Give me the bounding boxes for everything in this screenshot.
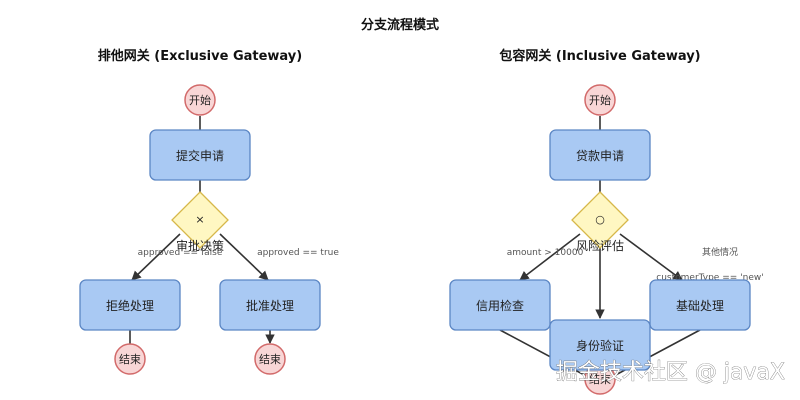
edge-label-customer-type: customerType == 'new' [656, 273, 763, 283]
edge-gateway-to-credit [519, 233, 581, 281]
task-identity-label: 身份验证 [576, 338, 624, 353]
task-approve-label: 批准处理 [246, 298, 294, 313]
start-label-right: 开始 [589, 93, 611, 107]
start-event-left: 开始 [184, 84, 216, 116]
edge-gateway-to-reject [131, 233, 181, 281]
edge-label-approved-true: approved == true [257, 248, 339, 258]
exclusive-gateway: × [171, 191, 229, 249]
end-label-left-reject: 结束 [119, 353, 141, 366]
task-loan-application: 贷款申请 [549, 129, 651, 181]
task-identity-verification: 身份验证 [549, 319, 651, 371]
end-event-left-approve: 结束 [254, 343, 286, 375]
start-label-left: 开始 [189, 93, 211, 107]
end-label-left-approve: 结束 [259, 353, 281, 366]
exclusive-heading: 排他网关 (Exclusive Gateway) [98, 48, 302, 64]
inclusive-heading: 包容网关 (Inclusive Gateway) [499, 48, 700, 64]
edge-label-approved-false: approved == false [138, 248, 223, 258]
task-submit-application: 提交申请 [149, 129, 251, 181]
task-credit-check: 信用检查 [449, 279, 551, 331]
inclusive-gateway-symbol: ○ [595, 213, 605, 226]
edge-label-amount: amount > 10000 [507, 248, 584, 258]
inclusive-gateway: ○ [571, 191, 629, 249]
exclusive-gateway-symbol: × [195, 213, 204, 226]
end-event-left-reject: 结束 [114, 343, 146, 375]
task-reject-label: 拒绝处理 [106, 298, 154, 313]
inclusive-gateway-label: 风险评估 [576, 238, 624, 253]
task-loan-label: 贷款申请 [576, 149, 624, 163]
task-approve: 批准处理 [219, 279, 321, 331]
task-basic-processing: 基础处理 [649, 279, 751, 331]
diagram-title: 分支流程模式 [361, 17, 439, 33]
end-event-right: 结束 [584, 363, 616, 395]
end-label-right: 结束 [589, 373, 611, 386]
task-basic-label: 基础处理 [676, 299, 724, 313]
task-credit-label: 信用检查 [476, 298, 524, 313]
edge-label-other: 其他情况 [702, 246, 738, 258]
edge-gateway-to-approve [219, 233, 269, 281]
start-event-right: 开始 [584, 84, 616, 116]
exclusive-gateway-label: 审批决策 [176, 238, 224, 253]
watermark: 掘金技术社区 @ javaX [556, 360, 785, 385]
task-reject: 拒绝处理 [79, 279, 181, 331]
edge-gateway-to-basic [619, 233, 683, 281]
task-submit-label: 提交申请 [176, 148, 224, 163]
